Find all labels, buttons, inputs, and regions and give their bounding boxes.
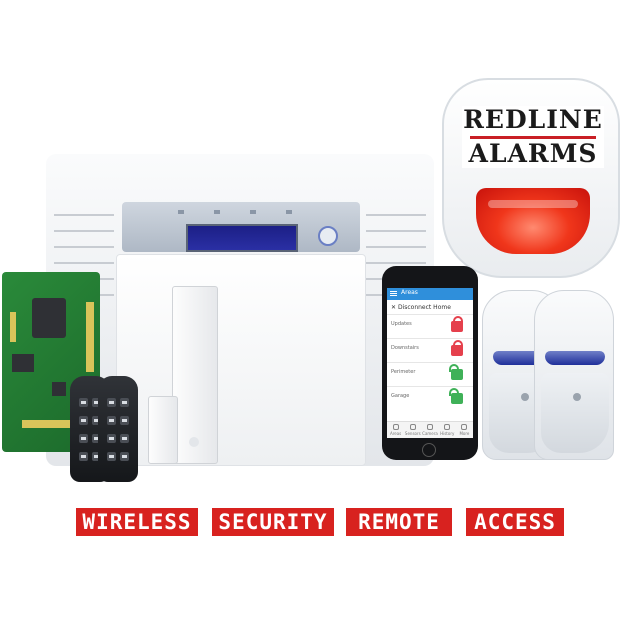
feature-label-wireless: WIRELESS [76,508,198,536]
tab-sensors[interactable]: Sensors [404,422,421,438]
feature-label-security: SECURITY [212,508,334,536]
area-row[interactable]: Updates [387,314,473,337]
area-row[interactable]: Downstairs [387,338,473,361]
remote-access-app-screen: Areas ✕ Disconnect Home Updates Downstai… [387,288,473,438]
unlocked-padlock-icon[interactable] [449,388,463,404]
siren-strobe-lens [476,188,590,254]
pir-motion-sensor [534,290,614,460]
pin-header [86,302,94,372]
siren-brand-plate: REDLINE ALARMS [462,106,604,168]
door-contact-magnet [148,396,178,464]
door-contact-sensor [172,286,218,464]
status-led [178,210,184,214]
menu-icon[interactable] [390,291,397,292]
pir-lens [545,351,605,365]
app-tab-bar: Areas Sensors Camera History More [387,421,473,438]
tab-camera[interactable]: Camera [421,422,438,438]
ic-chip [52,382,66,396]
lcd-display [186,224,298,252]
smartphone: Areas ✕ Disconnect Home Updates Downstai… [382,266,478,460]
feature-label-remote: REMOTE [346,508,452,536]
pir-led [521,393,529,401]
disconnect-button[interactable]: ✕ Disconnect Home [391,304,451,311]
key-fob-remote [98,376,138,482]
area-row[interactable]: Perimeter [387,362,473,385]
alarm-siren: REDLINE ALARMS [442,78,620,278]
ic-chip [12,354,34,372]
brand-name-line1: REDLINE [463,105,603,134]
brand-logo-icon [318,226,338,246]
locked-padlock-icon[interactable] [451,316,463,332]
tab-areas[interactable]: Areas [387,422,404,438]
area-row[interactable]: Garage [387,386,473,409]
tab-more[interactable]: More [456,422,473,438]
status-led [214,210,220,214]
panel-display-bezel [122,202,360,252]
locked-padlock-icon[interactable] [451,340,463,356]
pir-led [573,393,581,401]
status-led [250,210,256,214]
tab-history[interactable]: History [439,422,456,438]
app-header-title: Areas [401,289,418,296]
home-button [422,443,436,457]
status-led [286,210,292,214]
radio-module [32,298,66,338]
siren-housing: REDLINE ALARMS [442,78,620,278]
brand-name-line2: ALARMS [468,139,598,168]
pin-header [22,420,78,428]
unlocked-padlock-icon[interactable] [449,364,463,380]
feature-label-access: ACCESS [466,508,564,536]
app-header: Areas [387,288,473,300]
brand-divider [470,136,596,139]
